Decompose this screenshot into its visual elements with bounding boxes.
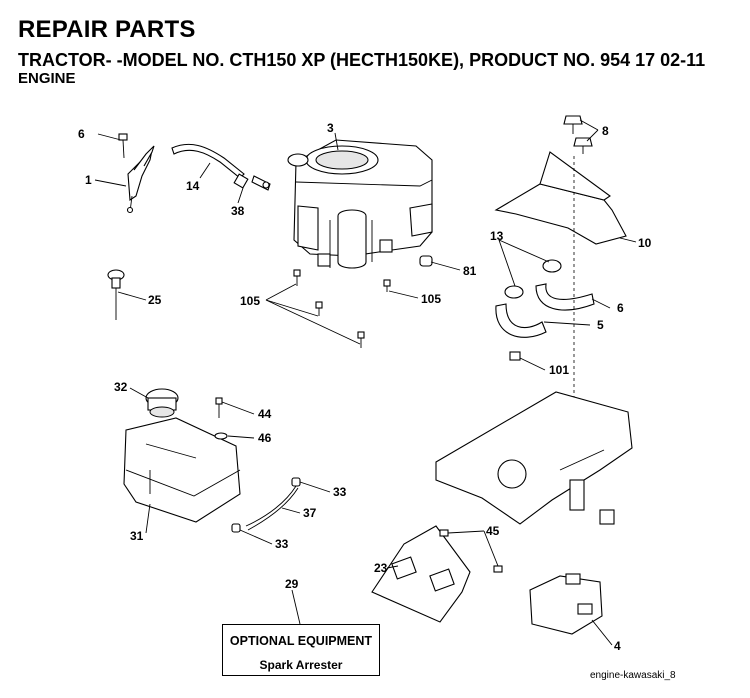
callout-33-top: 33 — [333, 485, 347, 499]
diagram-caption: engine-kawasaki_8 — [590, 670, 676, 681]
fuel-hose-drawing — [231, 477, 301, 533]
callout-46: 46 — [258, 431, 272, 445]
engine-drawing — [287, 139, 433, 269]
callout-81: 81 — [463, 264, 477, 278]
callout-38: 38 — [231, 204, 245, 218]
optional-equipment-item: Spark Arrester — [259, 658, 343, 672]
callout-14: 14 — [186, 179, 200, 193]
tank-bolt-drawing — [214, 397, 228, 440]
callout-32: 32 — [114, 380, 128, 394]
page-title: REPAIR PARTS — [18, 16, 196, 43]
callout-31: 31 — [130, 529, 144, 543]
callout-105-right: 105 — [421, 292, 441, 306]
callout-101: 101 — [549, 363, 569, 377]
callout-25: 25 — [148, 293, 162, 307]
dipstick-drawing — [107, 269, 125, 320]
callout-4: 4 — [614, 639, 621, 653]
fuel-line-drawing — [171, 143, 245, 179]
callout-1: 1 — [85, 173, 92, 187]
callout-33-bottom: 33 — [275, 537, 289, 551]
frame-plate-drawing — [435, 391, 633, 525]
callout-6: 6 — [617, 301, 624, 315]
exhaust-pipes-drawing — [495, 156, 595, 470]
callout-5: 5 — [597, 318, 604, 332]
page-subtitle: TRACTOR- -MODEL NO. CTH150 XP (HECTH150K… — [18, 50, 706, 70]
throttle-bracket-drawing — [118, 133, 155, 214]
callout-23: 23 — [374, 561, 388, 575]
muffler-bracket-drawing — [371, 525, 503, 623]
callout-29: 29 — [285, 577, 299, 591]
callout-105-left: 105 — [240, 294, 260, 308]
fuel-fitting-drawing — [233, 173, 271, 191]
callout-13: 13 — [490, 229, 504, 243]
leader-lines — [94, 119, 637, 646]
callout-37: 37 — [303, 506, 317, 520]
callout-44: 44 — [258, 407, 272, 421]
muffler-drawing — [529, 573, 603, 635]
section-label: ENGINE — [18, 70, 76, 87]
optional-equipment-title: OPTIONAL EQUIPMENT — [229, 634, 373, 648]
optional-equipment-box: OPTIONAL EQUIPMENT Spark Arrester — [222, 624, 380, 676]
callout-3: 3 — [327, 121, 334, 135]
callout-8: 8 — [602, 124, 609, 138]
callout-2: 6 — [78, 127, 85, 141]
engine-mount-bolts-drawing — [293, 269, 391, 348]
callout-10: 10 — [638, 236, 652, 250]
callout-45: 45 — [486, 524, 500, 538]
fuel-tank-drawing — [123, 388, 241, 523]
